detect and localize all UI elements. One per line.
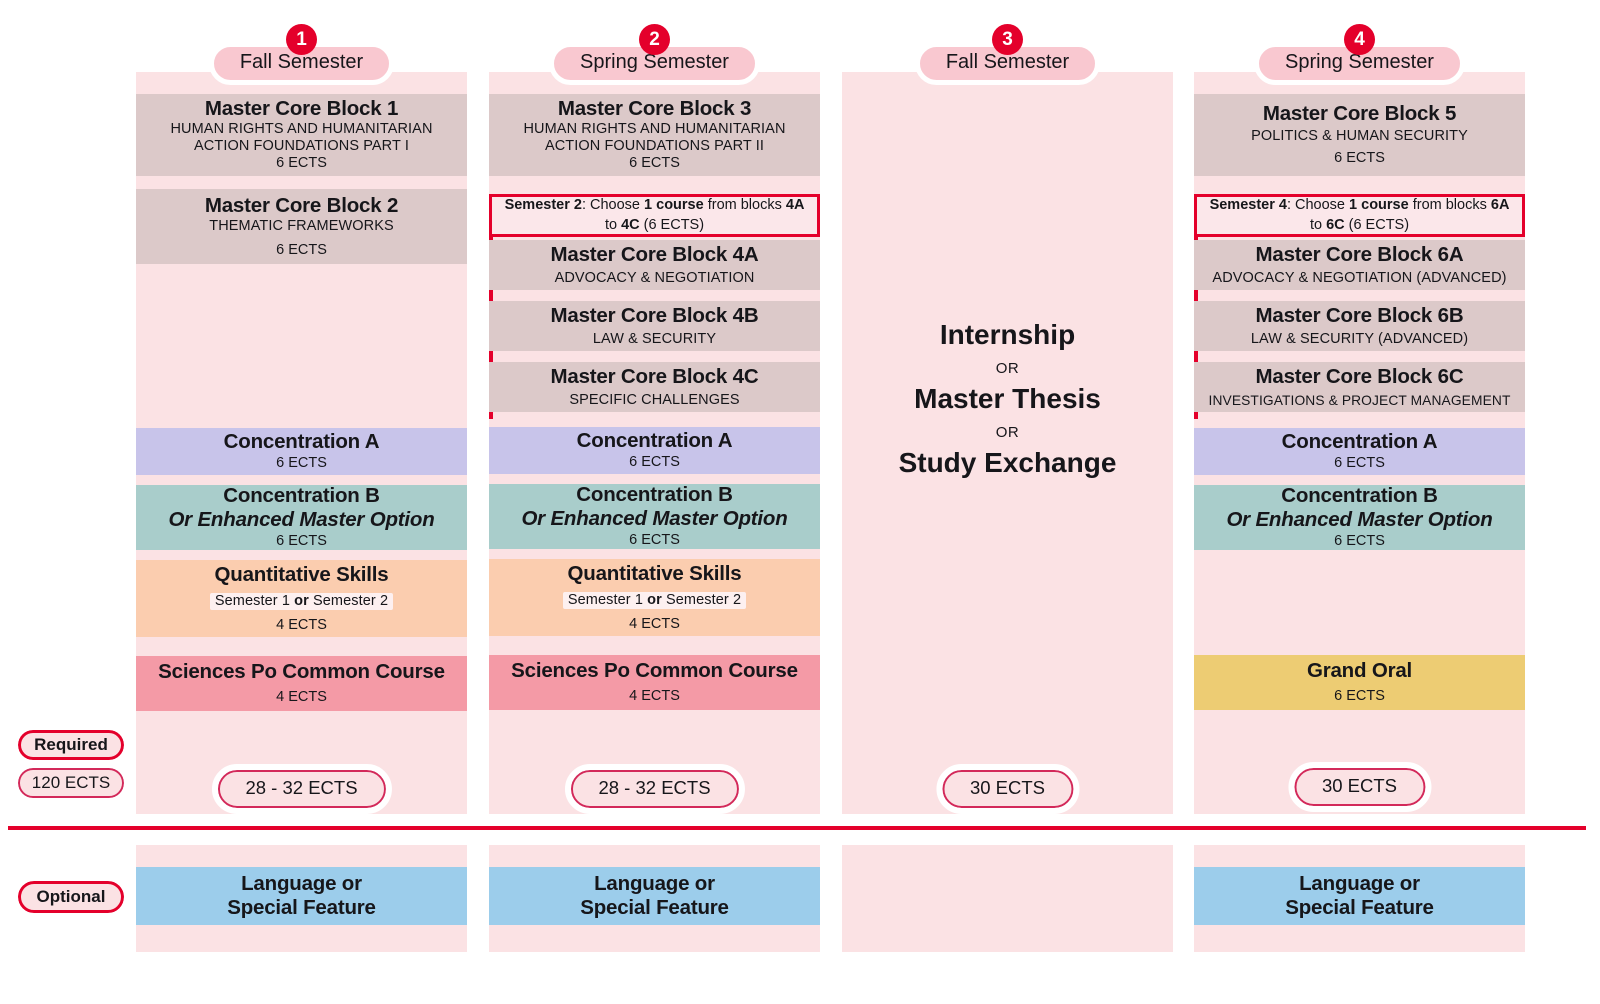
block-core-block-3: Master Core Block 3 HUMAN RIGHTS AND HUM… [489,94,820,176]
semester-column-1: Master Core Block 1 HUMAN RIGHTS AND HUM… [136,72,467,814]
block-core-block-5: Master Core Block 5 POLITICS & HUMAN SEC… [1194,94,1525,176]
legend-required-label: Required [34,735,108,754]
block-core-block-6c: Master Core Block 6C INVESTIGATIONS & PR… [1194,362,1525,412]
semester-number-badge-3: 3 [992,24,1023,55]
semester-total-ects-3: 30 ECTS [935,764,1080,814]
block-concentration-b: Concentration B Or Enhanced Master Optio… [136,484,467,550]
legend-optional-badge: Optional [14,877,128,917]
legend-required-badge: Required [14,726,128,764]
legend-total-ects-label: 120 ECTS [31,773,111,792]
semester-number-badge-2: 2 [639,24,670,55]
semester-number-badge-1: 1 [286,24,317,55]
internship-options: Internship OR Master Thesis OR Study Exc… [842,319,1173,478]
semester-total-ects-2: 28 - 32 ECTS [564,764,745,814]
block-language-or-special-feature: Language or Special Feature [136,867,467,925]
concentration-b-alt: Or Enhanced Master Option [168,508,435,532]
block-core-block-6b: Master Core Block 6B LAW & SECURITY (ADV… [1194,301,1525,351]
choice-note-semester-2: Semester 2: Choose 1 course from blocks … [489,194,820,237]
block-grand-oral: Grand Oral 6 ECTS [1194,655,1525,710]
semester-column-2: Master Core Block 3 HUMAN RIGHTS AND HUM… [489,72,820,814]
internship-or-2: OR [995,423,1020,441]
internship-or-1: OR [995,359,1020,377]
semester-header-4: 4 Spring Semester [1194,24,1525,85]
block-core-block-1: Master Core Block 1 HUMAN RIGHTS AND HUM… [136,94,467,176]
block-core-block-4c: Master Core Block 4C SPECIFIC CHALLENGES [489,362,820,412]
block-language-or-special-feature: Language or Special Feature [1194,867,1525,925]
internship-option-3: Study Exchange [898,446,1117,478]
internship-option-1: Internship [939,319,1076,350]
concentration-b-alt: Or Enhanced Master Option [1226,508,1493,532]
block-core-block-4a: Master Core Block 4A ADVOCACY & NEGOTIAT… [489,240,820,290]
block-core-block-6a: Master Core Block 6A ADVOCACY & NEGOTIAT… [1194,240,1525,290]
block-language-or-special-feature: Language or Special Feature [489,867,820,925]
block-sciences-po-common-course: Sciences Po Common Course 4 ECTS [489,655,820,710]
block-concentration-a: Concentration A 6 ECTS [136,428,467,475]
semester-total-ects-1: 28 - 32 ECTS [211,764,392,814]
semester-header-3: 3 Fall Semester [842,24,1173,85]
legend-optional-label: Optional [36,887,106,906]
semester-number-badge-4: 4 [1344,24,1375,55]
quantitative-semester-note: Semester 1 or Semester 2 [562,591,747,609]
block-concentration-b: Concentration B Or Enhanced Master Optio… [1194,484,1525,550]
legend-total-ects-badge: 120 ECTS [14,764,128,802]
block-core-block-2: Master Core Block 2 THEMATIC FRAMEWORKS … [136,189,467,264]
semester-column-3: Internship OR Master Thesis OR Study Exc… [842,72,1173,814]
semester-header-2: 2 Spring Semester [489,24,820,85]
required-optional-divider [8,826,1586,830]
semester-optional-column-2: Language or Special Feature [489,845,820,952]
block-quantitative-skills: Quantitative Skills Semester 1 or Semest… [136,560,467,637]
semester-optional-column-3 [842,845,1173,952]
block-concentration-a: Concentration A 6 ECTS [1194,428,1525,475]
semester-optional-column-4: Language or Special Feature [1194,845,1525,952]
semester-column-4: Master Core Block 5 POLITICS & HUMAN SEC… [1194,72,1525,814]
block-concentration-b: Concentration B Or Enhanced Master Optio… [489,483,820,549]
semester-header-1: 1 Fall Semester [136,24,467,85]
internship-option-2: Master Thesis [914,382,1101,414]
block-sciences-po-common-course: Sciences Po Common Course 4 ECTS [136,656,467,711]
block-core-block-4b: Master Core Block 4B LAW & SECURITY [489,301,820,351]
semester-total-ects-4: 30 ECTS [1287,762,1432,812]
semester-optional-column-1: Language or Special Feature [136,845,467,952]
choice-note-semester-4: Semester 4: Choose 1 course from blocks … [1194,194,1525,237]
quantitative-semester-note: Semester 1 or Semester 2 [209,592,394,610]
concentration-b-alt: Or Enhanced Master Option [521,507,788,531]
block-quantitative-skills: Quantitative Skills Semester 1 or Semest… [489,559,820,636]
block-concentration-a: Concentration A 6 ECTS [489,427,820,474]
